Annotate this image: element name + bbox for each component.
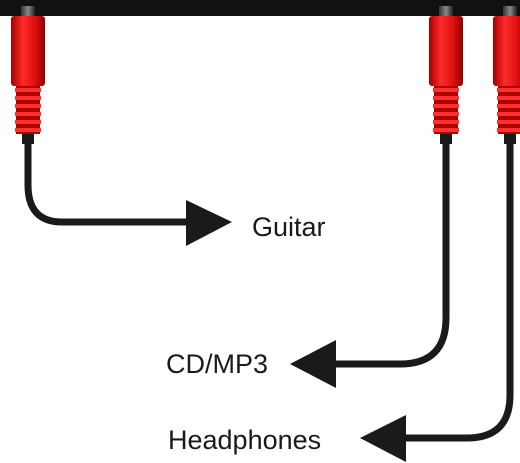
headphones-label: Headphones (168, 425, 322, 455)
cd-mp3-cable (326, 136, 450, 368)
guitar-plug (11, 6, 45, 144)
headphones-cable (396, 136, 514, 442)
guitar-cable (24, 136, 196, 226)
cd-mp3-plug (429, 6, 463, 144)
headphones-arrowhead (360, 415, 406, 462)
device-panel-bar (0, 0, 520, 16)
guitar-arrowhead (186, 200, 232, 246)
headphones-plug (493, 6, 520, 144)
cd-mp3-label: CD/MP3 (166, 349, 269, 379)
cd-mp3-arrowhead (290, 340, 336, 388)
guitar-label: Guitar (252, 212, 326, 242)
